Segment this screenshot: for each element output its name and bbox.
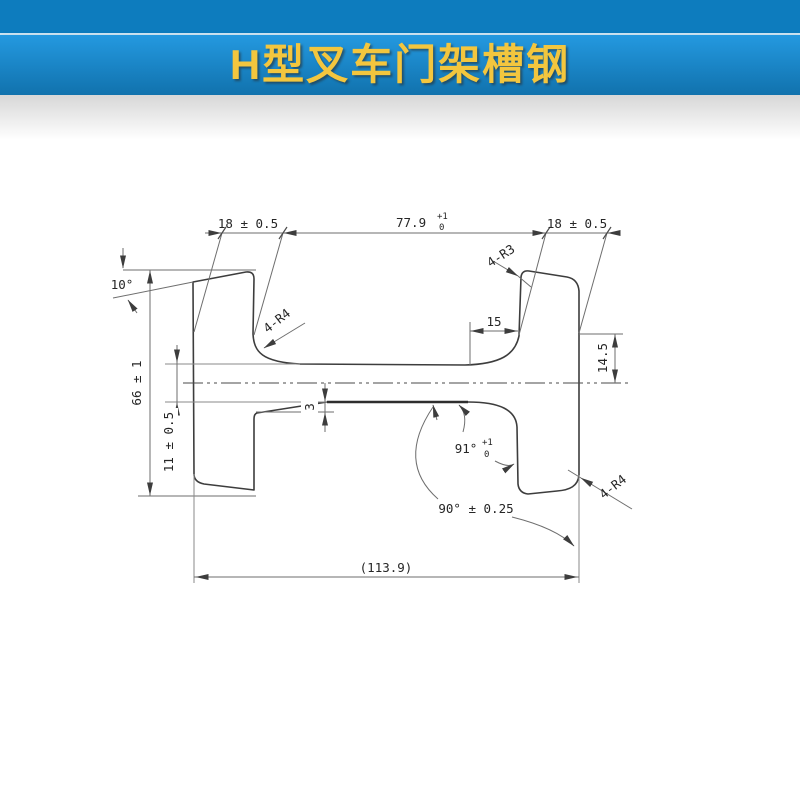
angle-dimension-10	[120, 248, 138, 314]
header-top-strip	[0, 0, 800, 33]
header-separator-line	[0, 33, 800, 35]
dim-outer-face-angle: 90° ± 0.25	[438, 501, 513, 516]
dim-web-thickness: 11 ± 0.5	[161, 412, 176, 472]
dim-overall-height: 66 ± 1	[129, 360, 144, 405]
dim-top-surface-angle: 10°	[111, 277, 134, 292]
angle-dimension-90	[415, 404, 575, 547]
dim-inner-span: 77.9	[396, 215, 426, 230]
top-dimension-line	[205, 226, 621, 240]
text-backplate	[161, 408, 178, 478]
fillet-leader-upper-left	[263, 322, 306, 349]
dim-inner-span-tol-lower: 0	[439, 223, 444, 233]
dim-flange-edge-to-center: 14.5	[595, 343, 610, 373]
fillet-leader-upper-right	[492, 260, 532, 288]
dim-web-offset: 3	[302, 403, 317, 411]
dim-web-flange-angle-tol-lower: 0	[484, 450, 489, 460]
title-banner: H型叉车门架槽钢	[0, 35, 800, 95]
dim-transition-length: 15	[486, 314, 501, 329]
dim-inner-span-tol-upper: +1	[437, 212, 448, 222]
dim-web-flange-angle: 91°	[455, 441, 478, 456]
dim-web-flange-angle-tol-upper: +1	[482, 438, 493, 448]
page-title: H型叉车门架槽钢	[229, 41, 571, 88]
header-shadow-fade	[0, 95, 800, 140]
dim-flange-width-left: 18 ± 0.5	[218, 216, 278, 231]
dim-flange-width-right: 18 ± 0.5	[547, 216, 607, 231]
dim-fillet-upper-left: 4-R4	[260, 305, 293, 335]
dim-overall-width-ref: (113.9)	[360, 560, 413, 575]
extension-lines	[112, 232, 623, 583]
text-backplate	[301, 398, 318, 416]
h-section-profile-outline	[192, 270, 580, 495]
angle-dimension-91	[458, 404, 515, 474]
fillet-leader-lower-right	[567, 469, 633, 510]
